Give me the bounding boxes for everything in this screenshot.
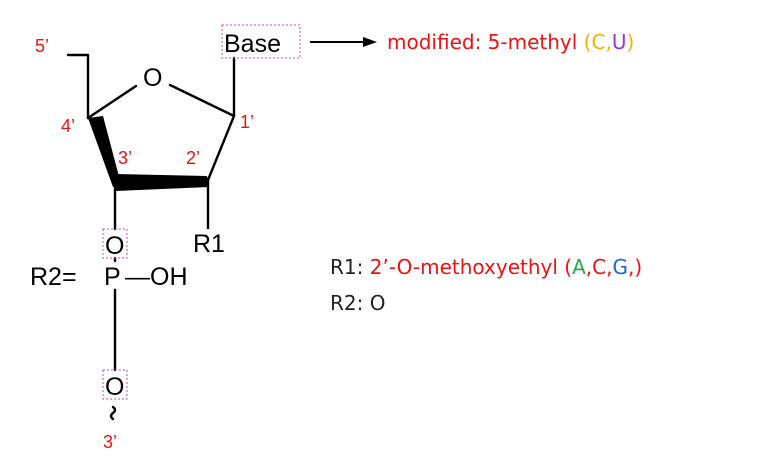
- r1-base-g: G: [612, 255, 628, 279]
- phosphate-oxygen-bottom-label: O: [105, 373, 124, 401]
- r2-note-value: O: [370, 291, 386, 315]
- position-3prime: 3’: [118, 148, 132, 168]
- base-modification-note: modified: 5-methyl (C,U): [387, 30, 634, 54]
- ring-oxygen-label: O: [143, 64, 162, 92]
- arrowhead-icon: [363, 37, 377, 47]
- top-oxygen-highlight-box: [102, 228, 128, 259]
- position-4prime: 4’: [61, 116, 75, 136]
- r1-comma-3: ,: [628, 255, 634, 279]
- bond-o-c1: [168, 83, 236, 118]
- open-paren: (: [584, 30, 592, 54]
- r1-note: R1: 2’-O-methoxyethyl (A,C,G,): [330, 255, 642, 279]
- wedge-bond-c3-c2: [115, 174, 209, 191]
- r1-open-paren: (: [564, 255, 572, 279]
- r1-label: R1: [193, 230, 225, 258]
- bond-c4-o: [86, 84, 138, 120]
- r1-close-paren: ): [634, 255, 642, 279]
- r2-equals-label: R2=: [30, 263, 77, 291]
- r1-note-text: 2’-O-methoxyethyl: [370, 255, 565, 279]
- modification-text: modified: 5-methyl: [387, 30, 584, 54]
- position-3prime-bottom: 3’: [103, 432, 117, 452]
- wedge-bond-c4-c3: [88, 116, 121, 187]
- base-c: C: [591, 30, 605, 54]
- bottom-oxygen-highlight-box: [102, 369, 128, 400]
- base-u: U: [612, 30, 627, 54]
- base-label: Base: [224, 30, 281, 58]
- r1-note-label: R1:: [330, 255, 370, 279]
- r1-comma-2: ,: [606, 255, 612, 279]
- position-5prime: 5’: [35, 36, 49, 56]
- wavy-bond: [109, 405, 117, 421]
- position-1prime: 1’: [240, 112, 254, 132]
- bond-c1-c2: [206, 114, 236, 182]
- r2-note: R2: O: [330, 291, 385, 315]
- phosphate-oxygen-top-label: O: [105, 232, 124, 260]
- hydroxyl-label: —OH: [125, 263, 188, 291]
- position-2prime: 2’: [186, 148, 200, 168]
- close-paren: ): [626, 30, 634, 54]
- r1-base-a: A: [572, 255, 586, 279]
- comma: ,: [605, 30, 611, 54]
- r1-comma-1: ,: [586, 255, 592, 279]
- phosphorus-label: P: [104, 263, 121, 291]
- r1-base-c: C: [592, 255, 606, 279]
- r2-note-label: R2:: [330, 291, 370, 315]
- base-highlight-box: [221, 24, 301, 59]
